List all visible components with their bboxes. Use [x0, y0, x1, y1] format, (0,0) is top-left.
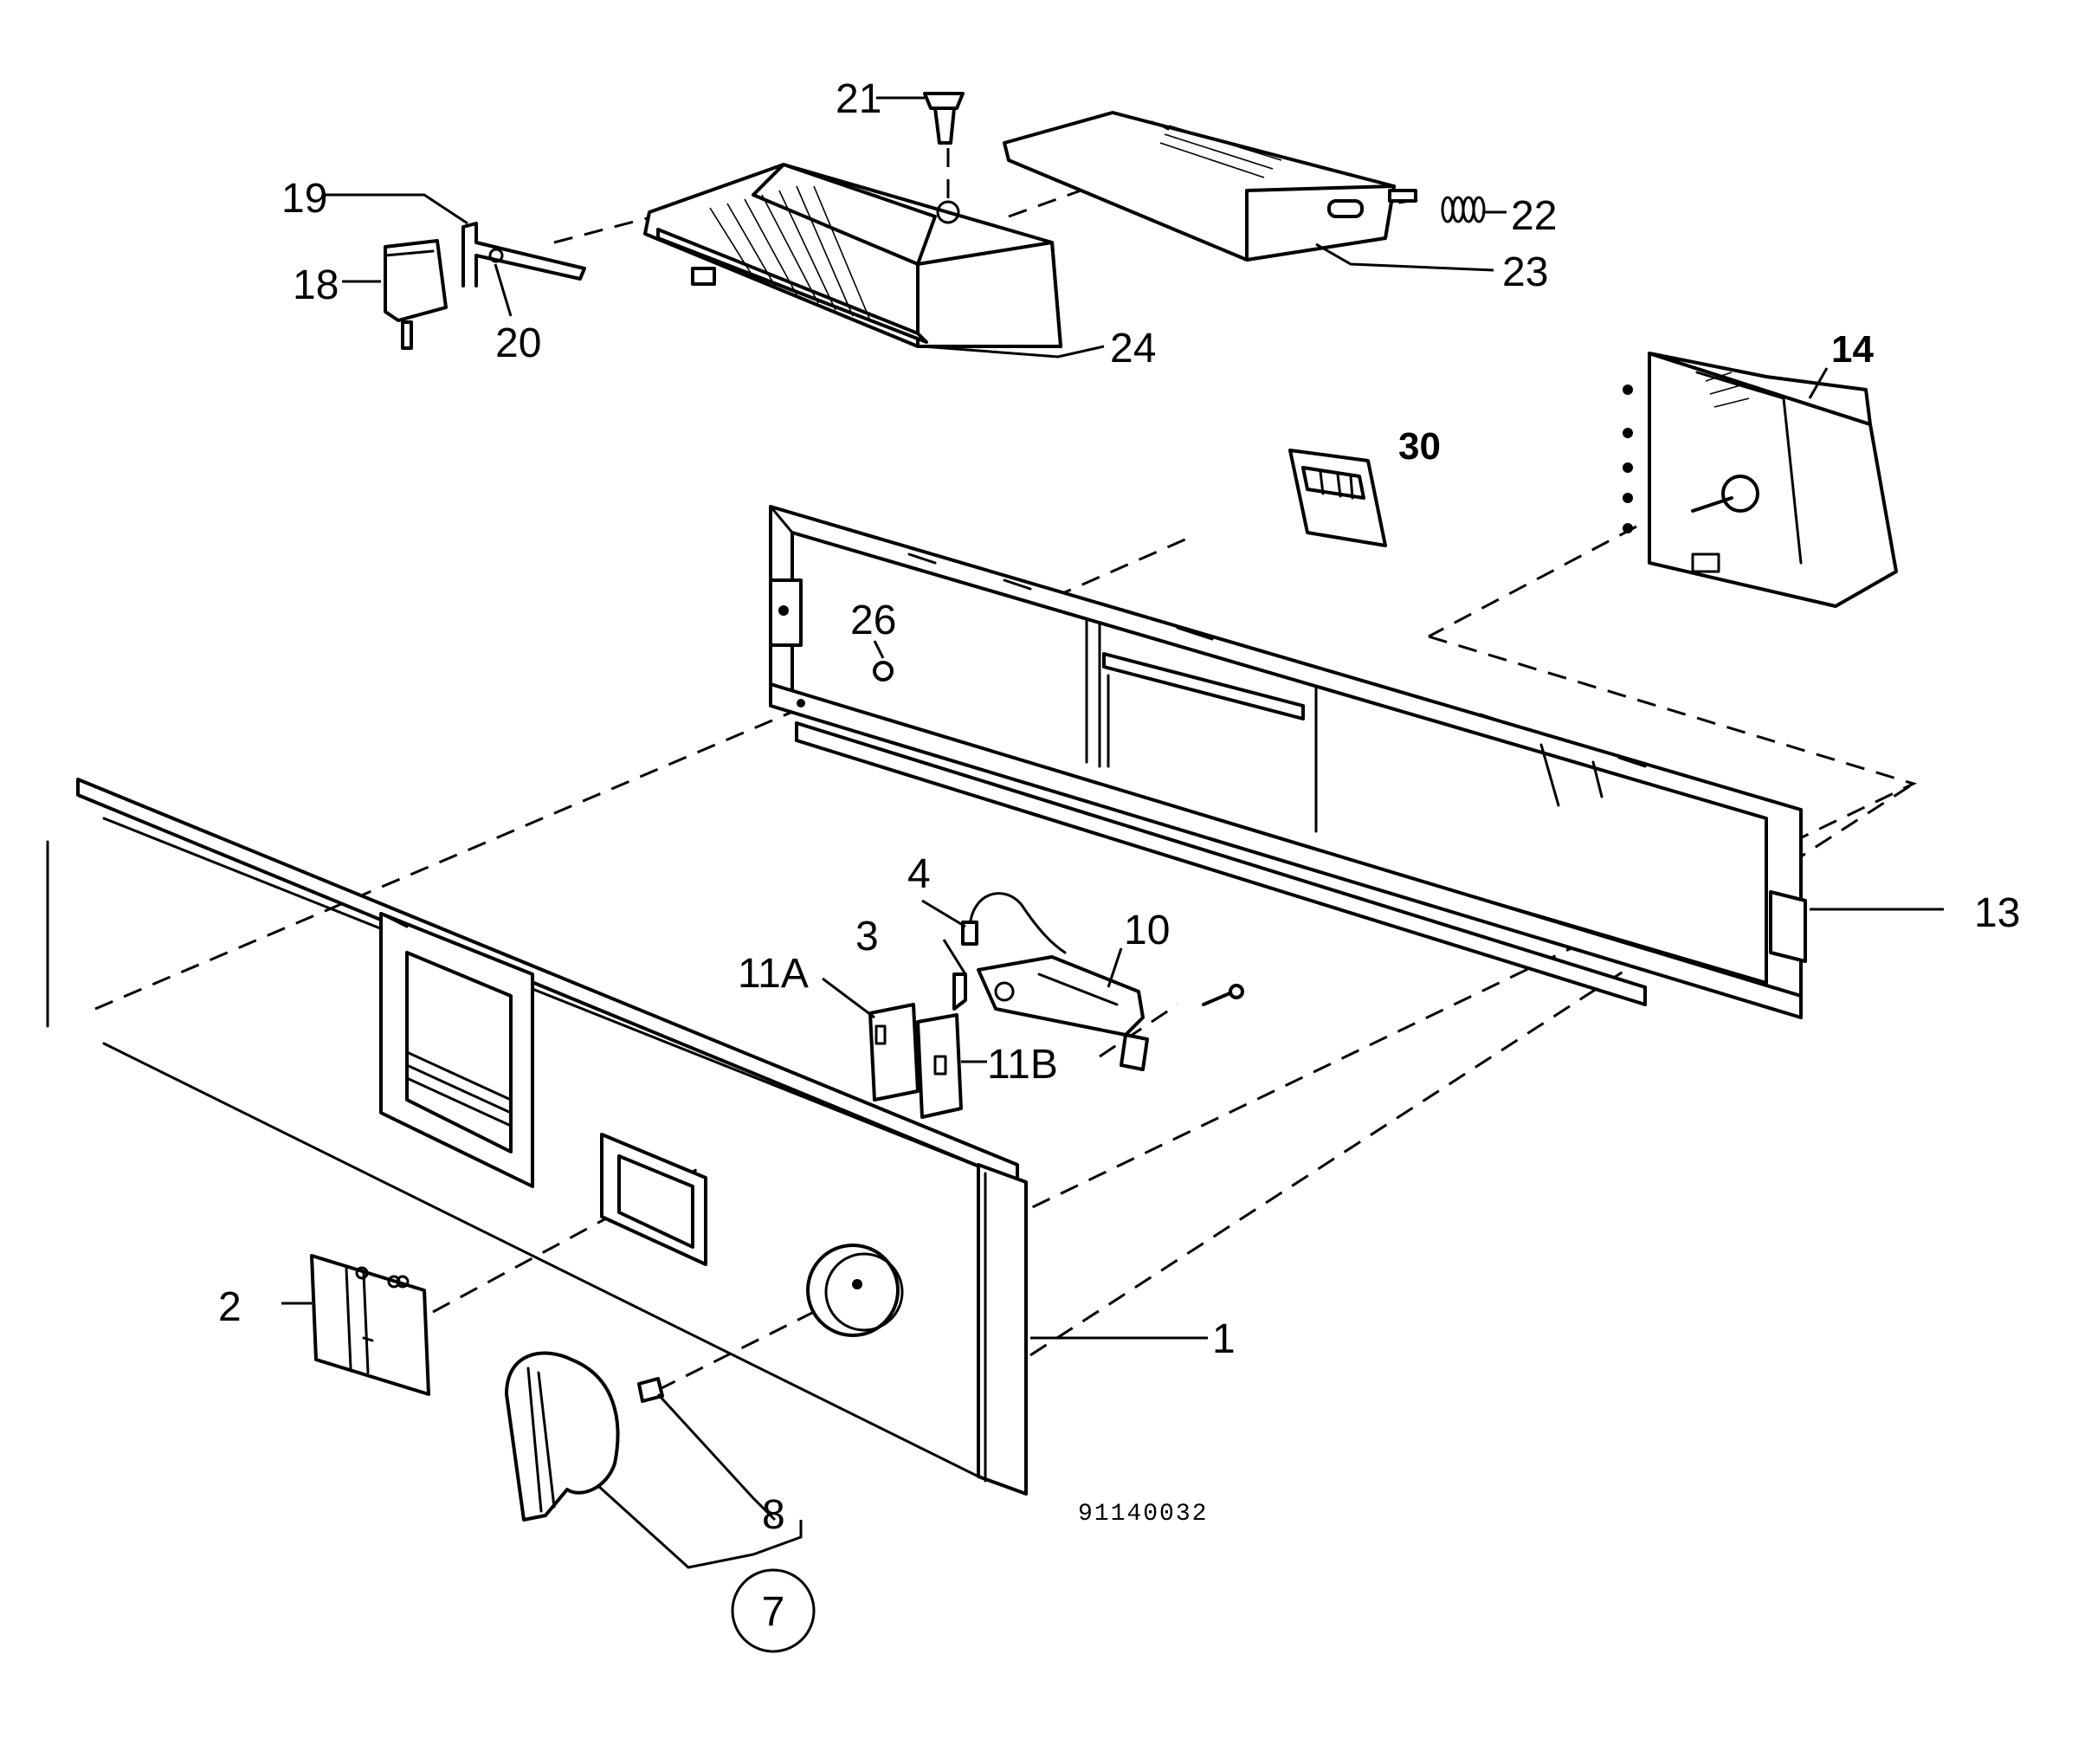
callout-4: 4: [907, 851, 931, 897]
callout-1: 1: [1212, 1316, 1236, 1362]
clip-3: [952, 972, 967, 1011]
drawing-number: 91140032: [1078, 1501, 1208, 1528]
connector-30: [1288, 449, 1387, 547]
housing-23: [1003, 111, 1417, 262]
callout-7: 7: [762, 1589, 785, 1635]
callout-21: 21: [836, 76, 881, 122]
callout-3: 3: [855, 914, 879, 960]
callout-24: 24: [1110, 326, 1156, 372]
leader-lines: [281, 96, 1944, 1569]
callout-11a: 11A: [738, 951, 809, 997]
callout-labels: 1 2 3 4 8 10 11A 11B 13 14 18 19 20 21 2…: [218, 76, 2020, 1653]
housing-24: [643, 163, 1062, 348]
callout-30: 30: [1398, 425, 1441, 468]
front-panel: [46, 778, 1028, 1496]
callout-8: 8: [762, 1492, 785, 1538]
pin-8: [637, 1377, 664, 1403]
callout-18: 18: [293, 262, 339, 308]
callout-26: 26: [850, 598, 896, 643]
callout-20: 20: [495, 320, 541, 366]
switch-block-10: [977, 955, 1244, 1071]
callout-19: 19: [281, 176, 327, 222]
callout-10: 10: [1124, 908, 1170, 953]
callout-22: 22: [1511, 193, 1557, 239]
clip-21: [923, 92, 965, 145]
callout-14: 14: [1831, 328, 1874, 371]
sensor-4: [961, 892, 1067, 954]
block-11b: [916, 1013, 963, 1119]
washer-20: [488, 248, 504, 263]
knob-7: [505, 1351, 620, 1522]
callout-2: 2: [218, 1284, 242, 1330]
callout-13: 13: [1974, 890, 2020, 936]
callout-23: 23: [1502, 249, 1548, 295]
spring-22: [1441, 196, 1486, 223]
programmer-14: [1623, 352, 1898, 608]
switch-2: [310, 1254, 430, 1396]
rear-frame: [769, 505, 1807, 1019]
pin-19: [461, 222, 586, 288]
nut-26: [873, 661, 894, 682]
callout-11b: 11B: [987, 1042, 1058, 1088]
block-11a: [868, 1003, 920, 1102]
callout-7-circle: [731, 1568, 816, 1653]
microswitch-18: [384, 239, 448, 350]
